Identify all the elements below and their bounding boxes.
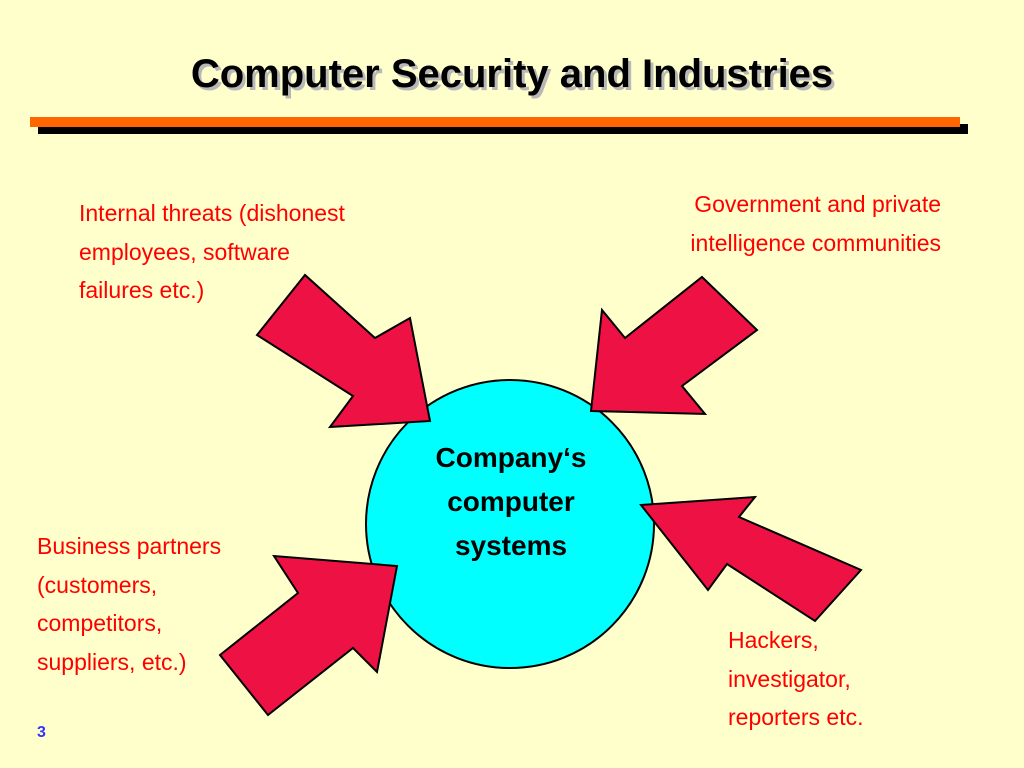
hackers-label: Hackers, investigator, reporters etc. [728,621,864,737]
hackers-line: Hackers, [728,627,819,653]
internal-threats-line: failures etc.) [79,277,205,303]
company-systems-label: Company‘s computer systems [368,436,654,568]
government-label: Government and private intelligence comm… [690,185,941,262]
business-partners-label: Business partners (customers, competitor… [37,527,221,681]
page-number: 3 [37,724,46,741]
hackers-arrow [639,495,863,623]
government-line: Government and private [694,191,941,217]
government-arrow [589,275,759,416]
government-line: intelligence communities [690,229,941,256]
hackers-line: reporters etc. [728,704,864,730]
internal-threats-label: Internal threats (dishonest employees, s… [79,194,345,310]
slide-title: Computer Security and Industries [190,52,834,96]
internal-threats-line: employees, software [79,238,290,265]
business-partners-line: suppliers, etc.) [37,648,187,675]
company-systems-circle [365,379,655,669]
internal-threats-arrow [255,273,432,429]
hackers-line: investigator, [728,665,851,692]
company-systems-line: Company‘s [435,442,587,473]
title-rule [30,117,960,127]
business-partners-line: Business partners [37,533,222,559]
business-partners-line: competitors, [37,610,163,636]
business-partners-arrow [218,554,399,717]
company-systems-line: computer [447,486,575,517]
title-rule-shadow [38,124,968,134]
company-systems-line: systems [454,530,568,561]
internal-threats-line: Internal threats (dishonest [79,200,345,226]
business-partners-line: (customers, [37,571,158,598]
